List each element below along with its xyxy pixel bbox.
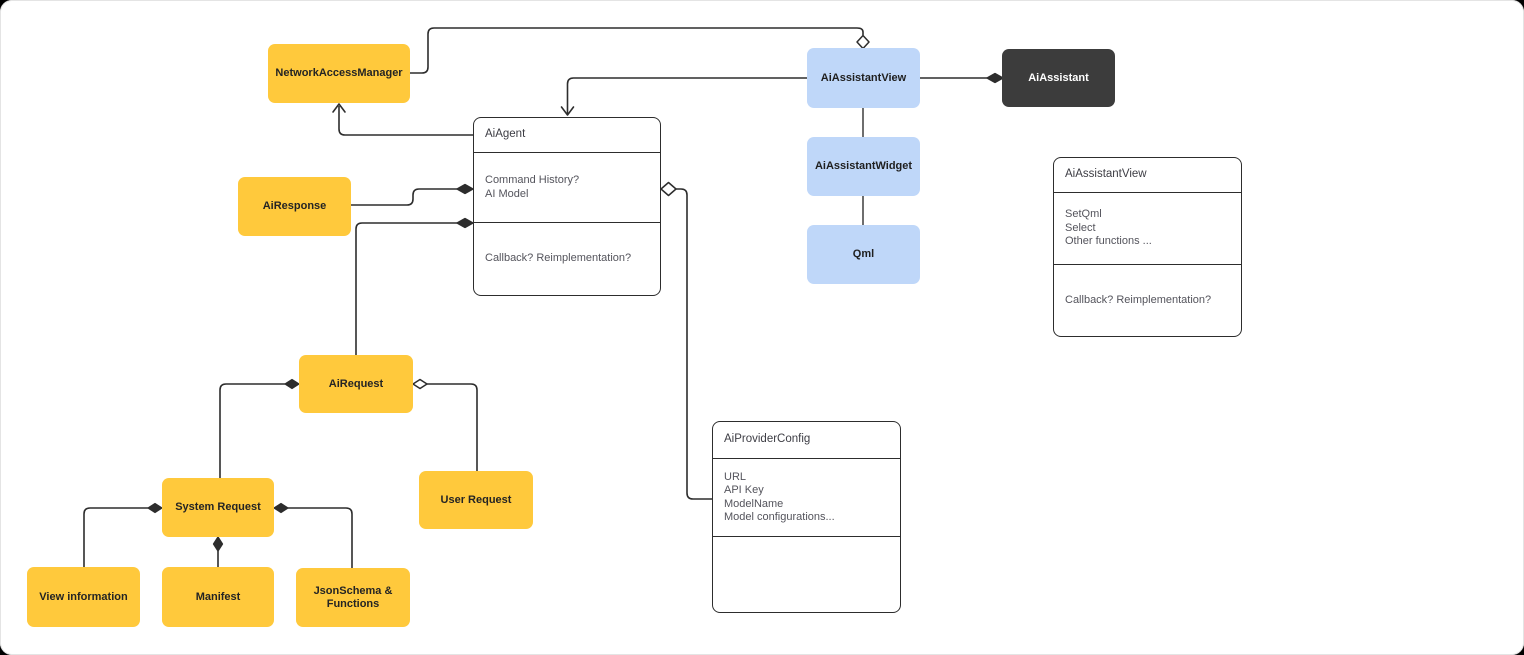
class-aiproviderconfig-title: AiProviderConfig [713, 422, 900, 459]
node-userrequest[interactable]: User Request [419, 471, 533, 529]
node-aiassistant-label: AiAssistant [1028, 71, 1089, 84]
composition-diamond-airequest-left [284, 378, 300, 390]
edge-viewinformation-systemrequest[interactable] [83, 507, 148, 567]
class-aiagent-title: AiAgent [474, 118, 660, 153]
class-aiagent-attribute: Command History? [485, 174, 580, 186]
class-aiproviderconfig[interactable]: AiProviderConfig URL API Key ModelName M… [712, 421, 901, 613]
class-aiassistantview[interactable]: AiAssistantView SetQml Select Other func… [1053, 157, 1242, 337]
node-networkaccessmanager[interactable]: NetworkAccessManager [268, 44, 410, 103]
class-aiassistantview-attribute: Select [1065, 221, 1096, 234]
edge-systemrequest-airequest[interactable] [219, 383, 285, 478]
node-manifest[interactable]: Manifest [162, 567, 274, 627]
class-aiagent-operations: Callback? Reimplementation? [474, 223, 660, 295]
node-viewinformation-label: View information [39, 590, 128, 603]
node-jsonschema-functions-label: JsonSchema & Functions [313, 584, 393, 610]
class-aiproviderconfig-attribute: URL [724, 470, 747, 483]
aggregation-diamond-airequest-right [412, 378, 428, 390]
class-aiassistantview-operation: Callback? Reimplementation? [1065, 293, 1212, 306]
node-airesponse[interactable]: AiResponse [238, 177, 351, 236]
arrowhead-aiagent-top [560, 106, 575, 116]
node-networkaccessmanager-label: NetworkAccessManager [275, 67, 403, 79]
composition-diamond-aiassistant-left [986, 72, 1004, 84]
node-manifest-label: Manifest [195, 590, 241, 603]
edge-aiagent-networkaccessmanager[interactable] [338, 106, 473, 136]
composition-diamond-systemrequest-right [273, 502, 289, 514]
composition-diamond-aiagent-left-upper [456, 183, 474, 195]
edge-aiassistantview-aiagent[interactable] [566, 77, 808, 114]
node-aiassistant[interactable]: AiAssistant [1002, 49, 1115, 107]
node-aiassistantview-label: AiAssistantView [820, 71, 907, 84]
node-aiassistantview[interactable]: AiAssistantView [807, 48, 920, 108]
class-aiproviderconfig-attribute: Model configurations... [724, 511, 835, 523]
composition-diamond-systemrequest-bottom [212, 536, 224, 552]
node-jsonschema-functions[interactable]: JsonSchema & Functions [296, 568, 410, 627]
aggregation-diamond-aiagent-right [660, 181, 677, 197]
node-userrequest-label: User Request [440, 493, 512, 506]
edge-airequest-aiagent[interactable] [355, 222, 457, 355]
class-aiproviderconfig-attribute: API Key [724, 484, 764, 496]
class-aiagent-operation: Callback? Reimplementation? [485, 252, 632, 265]
class-aiagent-attribute: AI Model [485, 187, 529, 200]
node-systemrequest[interactable]: System Request [162, 478, 274, 537]
edge-jsonschema-systemrequest[interactable] [288, 507, 353, 568]
class-aiassistantview-title: AiAssistantView [1054, 158, 1241, 193]
edge-airesponse-aiagent[interactable] [351, 188, 457, 206]
node-airequest-label: AiRequest [328, 377, 384, 390]
class-aiassistantview-attribute: SetQml [1065, 208, 1102, 221]
node-viewinformation[interactable]: View information [27, 567, 140, 627]
class-aiproviderconfig-attributes: URL API Key ModelName Model configuratio… [713, 459, 900, 537]
edge-userrequest-airequest[interactable] [427, 383, 478, 471]
node-aiassistantwidget-label: AiAssistantWidget [814, 160, 913, 172]
class-aiassistantview-operations: Callback? Reimplementation? [1054, 265, 1241, 336]
node-systemrequest-label: System Request [175, 501, 261, 513]
node-airesponse-label: AiResponse [262, 200, 327, 212]
class-aiassistantview-attributes: SetQml Select Other functions ... [1054, 193, 1241, 265]
class-aiassistantview-attribute: Other functions ... [1065, 235, 1152, 248]
arrowhead-networkaccessmanager-bottom [332, 103, 346, 113]
aggregation-diamond-aiassistantview [856, 34, 870, 50]
node-qml[interactable]: Qml [807, 225, 920, 284]
composition-diamond-aiagent-left-lower [456, 217, 474, 229]
composition-diamond-systemrequest-left [147, 502, 163, 514]
class-aiproviderconfig-attribute: ModelName [724, 497, 784, 510]
node-aiassistantwidget[interactable]: AiAssistantWidget [807, 137, 920, 196]
edge-aiagent-aiproviderconfig[interactable] [676, 188, 712, 500]
class-aiagent[interactable]: AiAgent Command History? AI Model Callba… [473, 117, 661, 296]
node-airequest[interactable]: AiRequest [299, 355, 413, 413]
class-aiproviderconfig-operations [713, 537, 900, 612]
edge-networkaccessmanager-aiassistantview[interactable] [410, 27, 864, 74]
node-qml-label: Qml [852, 248, 875, 260]
class-aiagent-attributes: Command History? AI Model [474, 153, 660, 223]
